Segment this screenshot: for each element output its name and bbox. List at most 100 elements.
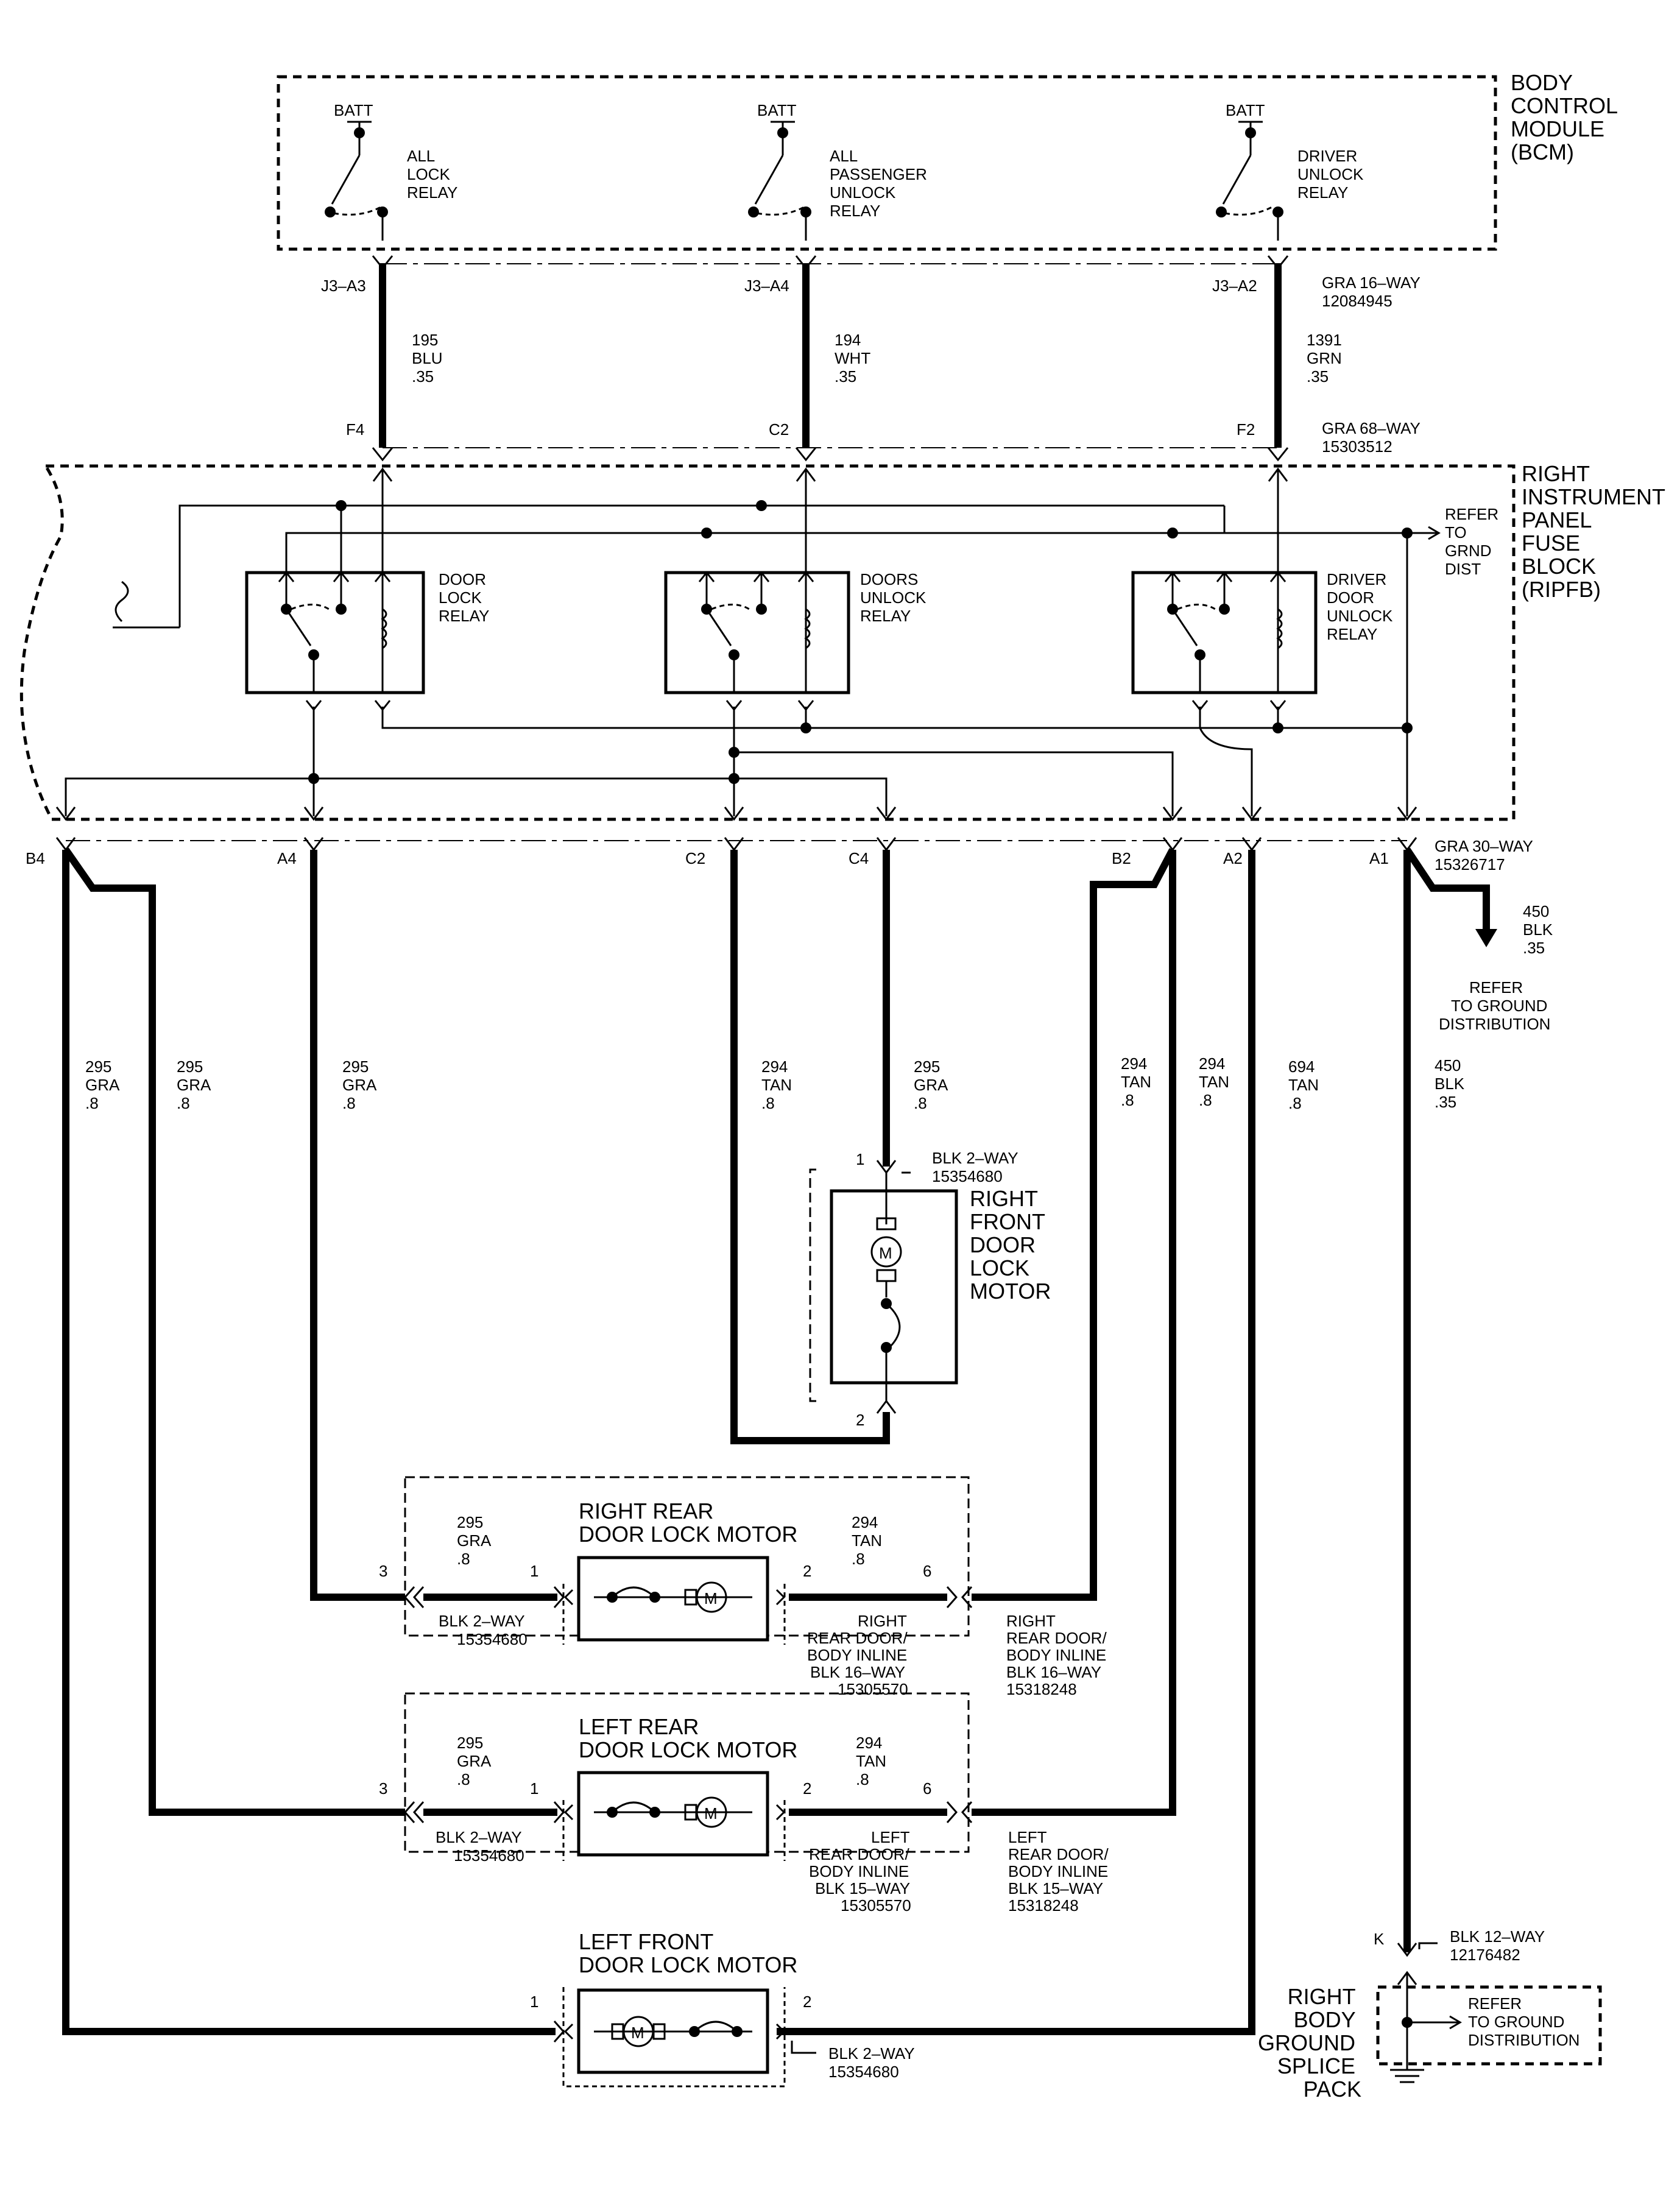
bcm-title: BODY CONTROL MODULE (BCM) bbox=[1511, 70, 1623, 164]
bcm-wire-194: J3–A4 C2 194 WHT .35 bbox=[744, 255, 875, 462]
ripfb-block: RIGHT INSTRUMENT PANEL FUSE BLOCK (RIPFB… bbox=[19, 461, 1671, 821]
break-symbol bbox=[115, 581, 129, 623]
lr-motor-title: LEFT REAR DOOR LOCK MOTOR bbox=[579, 1714, 797, 1762]
wire-b4 bbox=[55, 837, 556, 2035]
rf-motor-connector: BLK 2–WAY 15354680 bbox=[932, 1149, 1022, 1185]
pin-label: 2 bbox=[856, 1411, 864, 1429]
lf-motor-title: LEFT FRONT DOOR LOCK MOTOR bbox=[579, 1929, 797, 1977]
pin-label: A4 bbox=[277, 849, 297, 867]
motor-icon bbox=[696, 1796, 727, 1828]
bcm-connector-bottom: GRA 68–WAY 15303512 bbox=[1322, 419, 1425, 456]
bcm-module: BODY CONTROL MODULE (BCM) BATT ALL LOCK … bbox=[277, 70, 1623, 251]
pin-label: C2 bbox=[685, 849, 705, 867]
pin-label: F4 bbox=[346, 420, 364, 439]
circuit-label: 1391 GRN .35 bbox=[1307, 331, 1346, 386]
batt-label: BATT bbox=[1226, 101, 1265, 119]
wire-c2 bbox=[724, 837, 890, 1444]
wire-a2 bbox=[777, 837, 1262, 2035]
pin-label: B4 bbox=[26, 849, 45, 867]
pin-label: C4 bbox=[849, 849, 869, 867]
lr-left-connector: BLK 2–WAY 15354680 bbox=[436, 1828, 526, 1865]
motor-symbol: M bbox=[704, 1804, 718, 1823]
wire-b2 bbox=[972, 837, 1183, 1816]
motor-symbol: M bbox=[879, 1244, 892, 1262]
ground-refer-label: REFER TO GROUND DISTRIBUTION bbox=[1439, 978, 1552, 1033]
pin-label: J3–A3 bbox=[321, 277, 366, 295]
batt-label: BATT bbox=[757, 101, 797, 119]
pin-label: K bbox=[1374, 1930, 1385, 1948]
ground-splice-refer: REFER TO GROUND DISTRIBUTION bbox=[1468, 1994, 1579, 2049]
lr-inline-b: LEFT REAR DOOR/ BODY INLINE BLK 15–WAY 1… bbox=[1008, 1828, 1113, 1915]
pin-label: C2 bbox=[769, 420, 789, 439]
pin-label: A2 bbox=[1223, 849, 1243, 867]
relay-name: DOOR LOCK RELAY bbox=[439, 570, 490, 625]
rr-inline-a: RIGHT REAR DOOR/ BODY INLINE BLK 16–WAY … bbox=[807, 1612, 912, 1698]
ripfb-relay-door-lock: DOOR LOCK RELAY bbox=[245, 506, 490, 694]
pin-label: 2 bbox=[803, 1993, 811, 2011]
pin-label: 6 bbox=[923, 1562, 931, 1580]
ripfb-refer-label: REFER TO GRND DIST bbox=[1445, 505, 1503, 578]
pin-label: 3 bbox=[379, 1562, 387, 1580]
relay-name: ALL LOCK RELAY bbox=[407, 147, 457, 202]
rr-left-connector: BLK 2–WAY 15354680 bbox=[439, 1612, 529, 1648]
ground-icon bbox=[1390, 2041, 1424, 2083]
pin-label: J3–A2 bbox=[1212, 277, 1257, 295]
rr-inline-b: RIGHT REAR DOOR/ BODY INLINE BLK 16–WAY … bbox=[1006, 1612, 1111, 1698]
pin-label: A1 bbox=[1369, 849, 1389, 867]
ground-splice-connector: BLK 12–WAY 12176482 bbox=[1450, 1927, 1549, 1964]
circuit-label: 450 BLK .35 bbox=[1523, 902, 1557, 957]
pin-label: 1 bbox=[530, 1779, 538, 1798]
lr-inline-a: LEFT REAR DOOR/ BODY INLINE BLK 15–WAY 1… bbox=[809, 1828, 914, 1915]
ripfb-relay-doors-unlock: DOORS UNLOCK RELAY bbox=[664, 570, 931, 694]
bcm-relay-all-lock: BATT ALL LOCK RELAY bbox=[325, 101, 457, 241]
pin-label: 3 bbox=[379, 1779, 387, 1798]
bcm-wire-1391: J3–A2 F2 1391 GRN .35 bbox=[1212, 255, 1346, 462]
ground-splice-pack: K BLK 12–WAY 12176482 REFER TO GROUND DI… bbox=[1258, 1927, 1602, 2102]
relay-name: DOORS UNLOCK RELAY bbox=[860, 570, 931, 625]
pin-label: 1 bbox=[856, 1150, 864, 1168]
wire-a4 bbox=[303, 837, 405, 1601]
relay-name: DRIVER DOOR UNLOCK RELAY bbox=[1327, 570, 1397, 643]
pin-label: 6 bbox=[923, 1779, 931, 1798]
relay-name: DRIVER UNLOCK RELAY bbox=[1297, 147, 1368, 202]
bcm-boundary bbox=[277, 75, 1497, 251]
pin-label: 1 bbox=[530, 1562, 538, 1580]
rf-motor-name: RIGHT FRONT DOOR LOCK MOTOR bbox=[970, 1186, 1051, 1304]
rf-door-lock-motor: 1 2 BLK 2–WAY 15354680 M RIGHT FRONT DOO… bbox=[809, 1149, 1051, 1429]
lf-door-lock-motor: LEFT FRONT DOOR LOCK MOTOR 1 2 M BLK 2–W… bbox=[530, 1929, 919, 2088]
ripfb-title: RIGHT INSTRUMENT PANEL FUSE BLOCK (RIPFB… bbox=[1522, 461, 1671, 602]
motor-symbol: M bbox=[631, 2024, 644, 2042]
ground-arrow-icon bbox=[1475, 929, 1497, 947]
circuit-label: 194 WHT .35 bbox=[835, 331, 875, 386]
rr-motor-title: RIGHT REAR DOOR LOCK MOTOR bbox=[579, 1499, 797, 1547]
ripfb-boundary bbox=[19, 464, 1516, 821]
pin-label: 2 bbox=[803, 1779, 811, 1798]
pin-label: 1 bbox=[530, 1993, 538, 2011]
batt-label: BATT bbox=[334, 101, 373, 119]
pin-label: 2 bbox=[803, 1562, 811, 1580]
wire-c4 bbox=[876, 837, 897, 1167]
pin-label: B2 bbox=[1112, 849, 1131, 867]
ripfb-output-arrows bbox=[55, 807, 1417, 821]
pin-label: J3–A4 bbox=[744, 277, 789, 295]
ground-splice-name: RIGHT BODY GROUND SPLICE PACK bbox=[1258, 1984, 1361, 2102]
wire-a1: 450 BLK .35 REFER TO GROUND DISTRIBUTION bbox=[1397, 837, 1557, 1952]
lf-motor-connector: BLK 2–WAY 15354680 bbox=[828, 2044, 919, 2081]
ripfb-pin-labels: B4 A4 C2 C4 B2 A2 A1 bbox=[26, 849, 1389, 867]
